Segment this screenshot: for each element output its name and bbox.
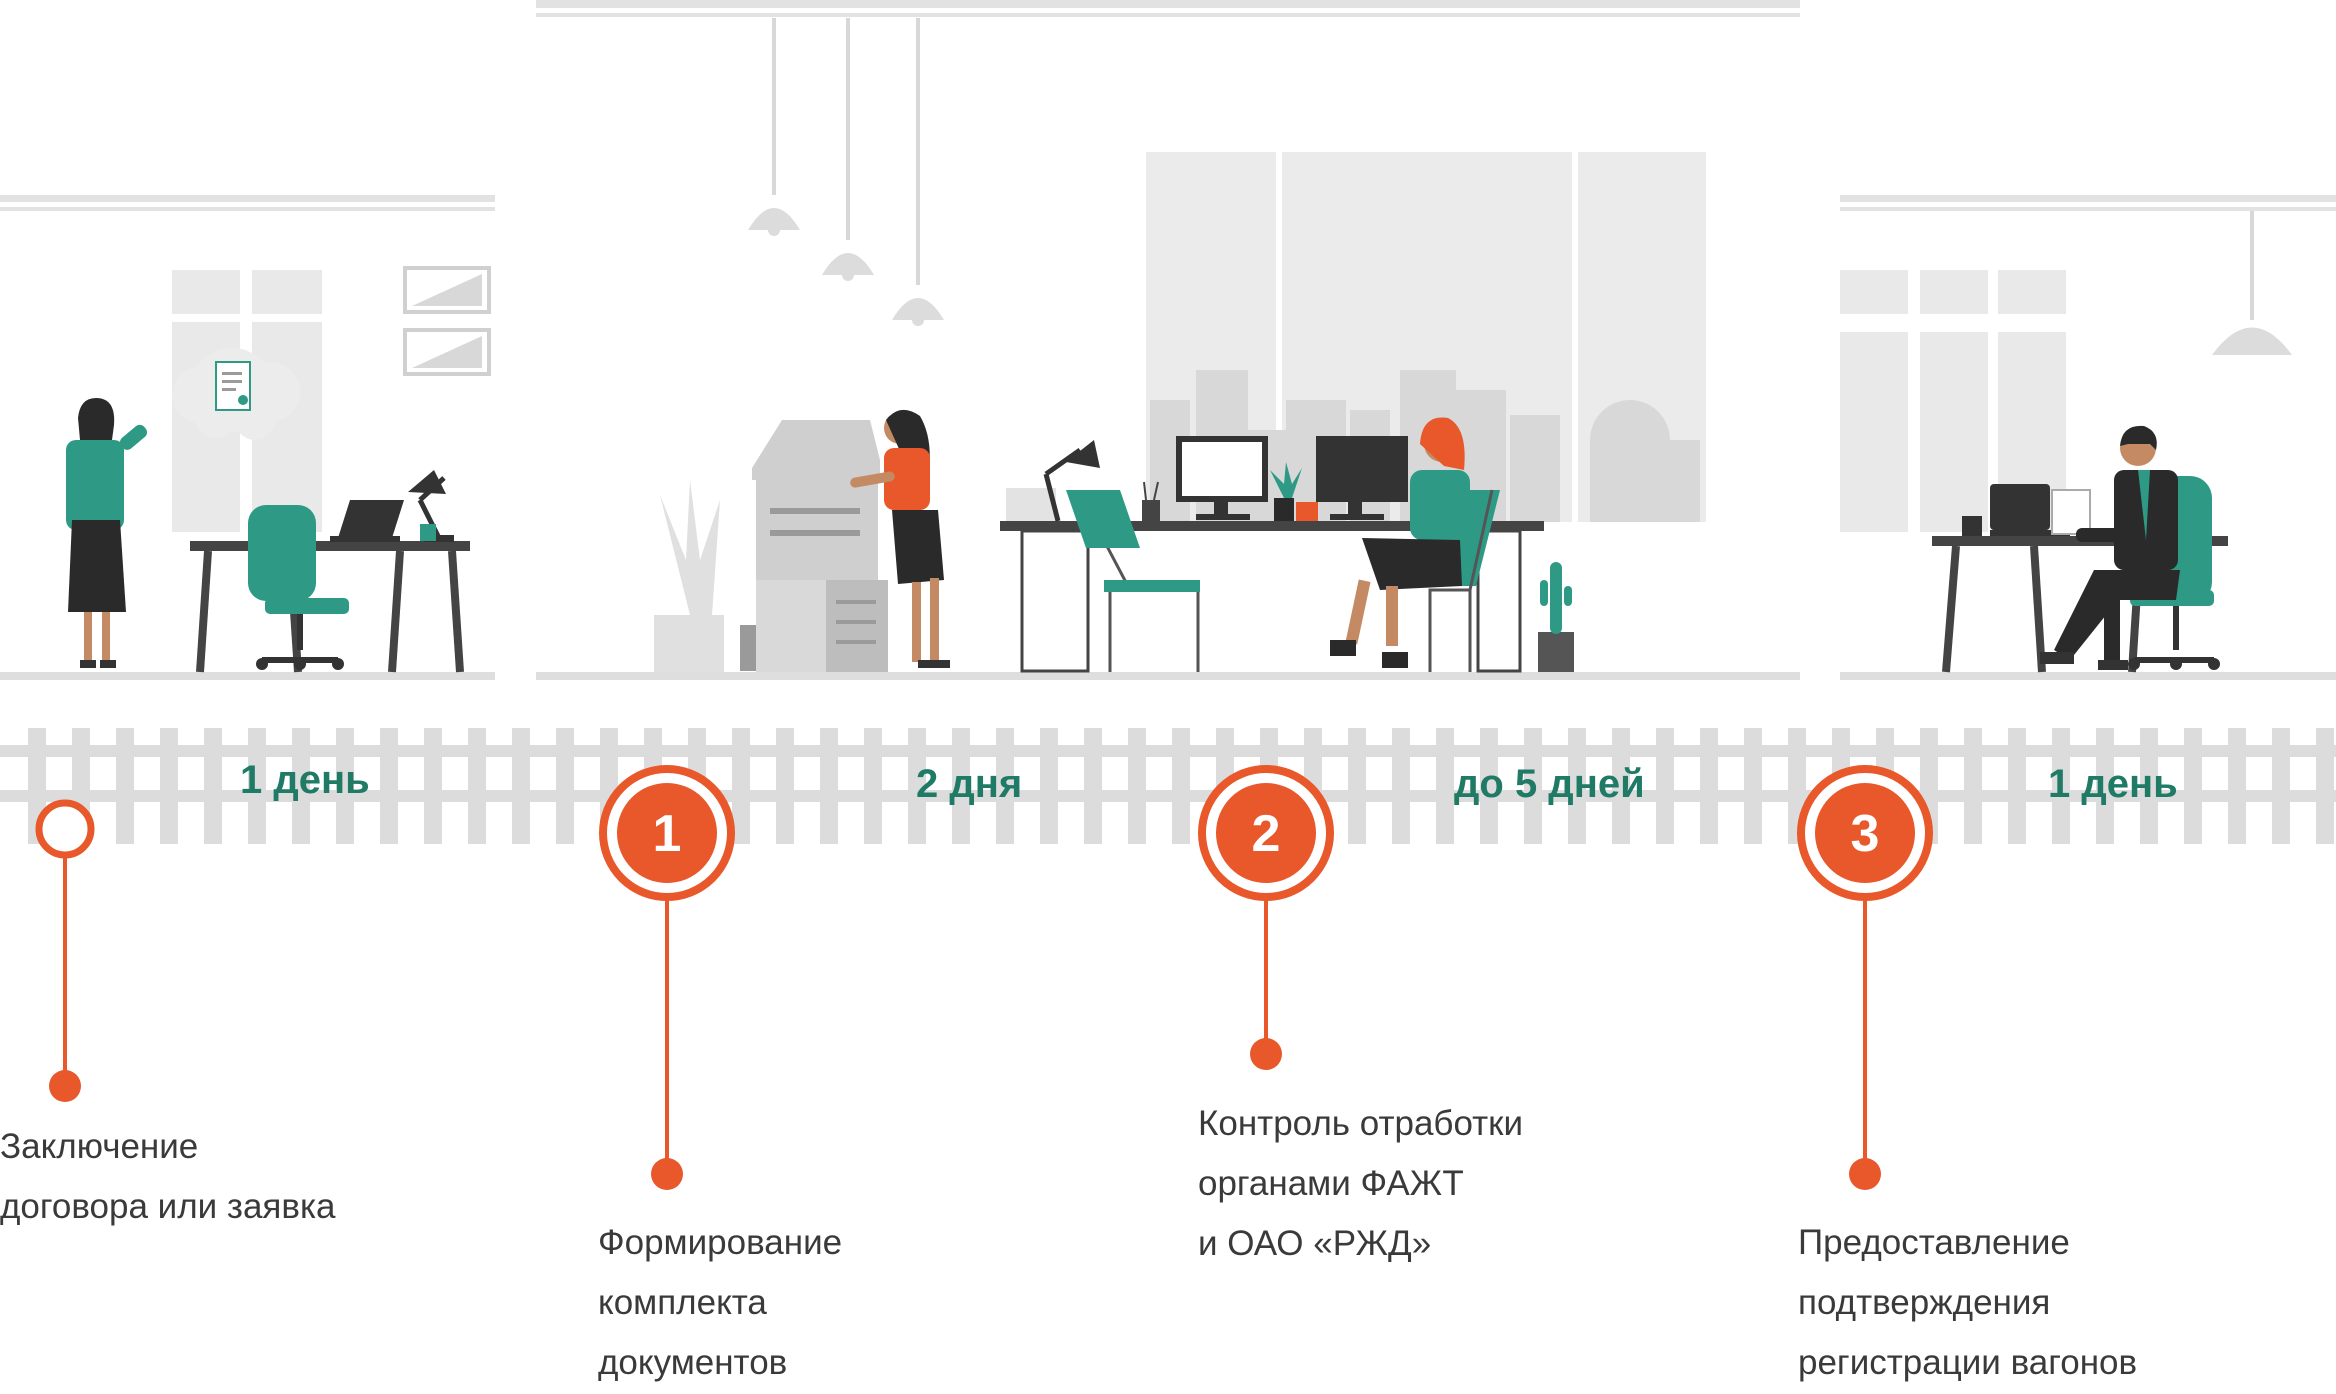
step-label-line: договора или заявка xyxy=(0,1187,336,1226)
floor-lines xyxy=(0,672,2336,680)
step-marker-1: 1 xyxy=(599,765,735,901)
step-label-line: Заключение xyxy=(0,1127,199,1166)
step-marker-start xyxy=(35,799,95,859)
duration-label: 1 день xyxy=(240,758,370,802)
step-number-3: 3 xyxy=(1851,805,1880,863)
step-label-line: подтверждения xyxy=(1798,1283,2051,1322)
step-marker-2: 2 xyxy=(1198,765,1334,901)
woman-on-phone-desk-illustration xyxy=(66,266,491,673)
ceiling-lines xyxy=(0,0,2336,211)
duration-label: до 5 дней xyxy=(1454,762,1645,806)
step-label-3: Предоставление подтверждения регистрации… xyxy=(1798,1213,2137,1393)
step-label-line: комплекта xyxy=(598,1283,767,1322)
step-label-line: документов xyxy=(598,1343,788,1382)
duration-label: 2 дня xyxy=(916,762,1023,806)
timeline-connectors xyxy=(63,850,1867,1172)
woman-at-computer-desk-illustration xyxy=(1000,152,1706,673)
step-label-2: Контроль отработки органами ФАЖТ и ОАО «… xyxy=(1198,1094,1523,1274)
connector-end-dots xyxy=(49,1038,1881,1190)
step-label-line: регистрации вагонов xyxy=(1798,1343,2138,1382)
step-label-1: Формирование комплекта документов xyxy=(598,1213,842,1393)
duration-label: 1 день xyxy=(2048,762,2178,806)
woman-at-copier-illustration xyxy=(654,18,950,672)
step-label-line: Предоставление xyxy=(1798,1223,2070,1262)
step-label-line: Формирование xyxy=(598,1223,843,1262)
step-number-1: 1 xyxy=(653,805,682,863)
step-number-2: 2 xyxy=(1252,805,1281,863)
step-label-line: органами ФАЖТ xyxy=(1198,1164,1464,1203)
step-label-line: и ОАО «РЖД» xyxy=(1198,1224,1432,1263)
man-at-laptop-desk-illustration xyxy=(1840,211,2292,673)
step-label-start: Заключение договора или заявка xyxy=(0,1117,336,1237)
step-marker-3: 3 xyxy=(1797,765,1933,901)
step-label-line: Контроль отработки xyxy=(1198,1104,1524,1143)
